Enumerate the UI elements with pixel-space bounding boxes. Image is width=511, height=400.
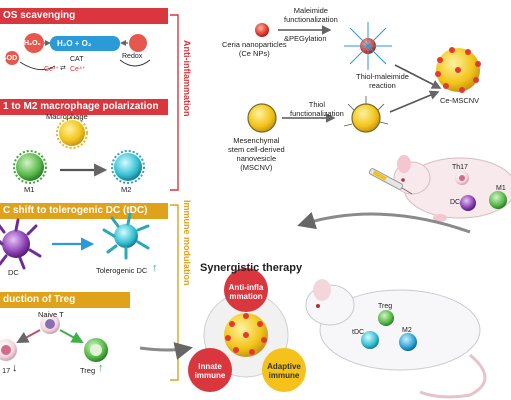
ce-mscnv-label: Ce-MSCNV — [440, 96, 480, 105]
panel-ros-header: OS scavenging — [0, 8, 168, 24]
mouse-bottom — [305, 279, 487, 399]
innate-immune-circle-label: Innate immune — [194, 362, 226, 380]
th17-label: 17 — [2, 366, 11, 375]
panel-dc-header: C shift to tolerogenic DC (tDC) — [0, 203, 168, 219]
h2o-o2-pill — [50, 36, 120, 51]
mouse-bottom-m2-cell — [399, 333, 417, 351]
tdc-up-arrow: ↑ — [152, 262, 158, 274]
panel-treg-header: duction of Treg — [0, 292, 130, 308]
anti-inflammation-circle-label: Anti-infla mmation — [228, 283, 264, 301]
treg-label: Treg — [80, 366, 96, 375]
mouse-bottom-m2-label: M2 — [402, 327, 412, 334]
adaptive-immune-circle-label: Adaptive immune — [267, 362, 301, 380]
sod-label: SOD — [2, 55, 18, 62]
anti-inflammation-circle — [224, 268, 268, 312]
treg-cell — [84, 338, 108, 362]
oh-blob — [129, 34, 147, 52]
bracket-anti-inflammation — [170, 14, 179, 191]
redox-label: Redox — [122, 53, 143, 60]
curved-flow-arrow — [297, 211, 471, 234]
ce3-label: Ce³⁺ — [44, 66, 59, 73]
synergy-center-particle — [224, 313, 268, 357]
macrophage-cell — [56, 117, 88, 149]
ce-np-particle — [255, 23, 269, 37]
pegylation-label: &PEGylation — [284, 34, 327, 43]
th17-down-arrow: ↓ — [12, 362, 18, 374]
macrophage-label: Macrophage — [46, 112, 88, 121]
thiol-label: Thiol functionalization — [290, 100, 344, 118]
mouse-bottom-tdc-cell — [361, 331, 379, 349]
mouse-top-th17-cell — [455, 171, 469, 185]
mouse-top-dc-label: DC — [450, 199, 461, 206]
naive-t-cell — [40, 314, 60, 334]
mouse-top-dc-cell — [460, 195, 476, 211]
m1-label: M1 — [24, 185, 35, 194]
dc-label: DC — [8, 268, 19, 277]
treg-up-arrow: ↑ — [98, 362, 104, 374]
synergy-title: Synergistic therapy — [200, 262, 303, 274]
h2o2-label: H₂O₂ — [24, 40, 41, 47]
ce4-label: Ce⁴⁺ — [70, 66, 86, 73]
h2o-o2-label: H₂O + O₂ — [57, 39, 92, 48]
m2-cell — [111, 150, 145, 184]
adaptive-immune-circle — [262, 348, 306, 392]
mouse-bottom-tdc-label: tDC — [352, 329, 365, 336]
tdc-label: Tolerogenic DC — [96, 266, 148, 275]
pegylated-ce-np — [344, 22, 392, 70]
bracket-immune-modulation — [170, 204, 179, 381]
m1-cell — [13, 150, 47, 184]
mouse-top-m1-cell — [489, 191, 507, 209]
mouse-bottom-treg-cell — [378, 310, 394, 326]
m2-label: M2 — [121, 185, 132, 194]
ce-nps-label: Ceria nanoparticles (Ce NPs) — [222, 40, 287, 58]
ce-mscnv-particle — [435, 47, 481, 93]
naive-t-label: Naive T — [38, 310, 64, 319]
dc-cell — [0, 218, 42, 270]
cat-label: CAT — [70, 56, 84, 63]
panel-m1m2-header: 1 to M2 macrophage polarization — [0, 99, 168, 115]
ce-arrows-label: ⇄ — [60, 65, 66, 72]
thiol-mscnv-vesicle — [343, 96, 389, 133]
maleimide-label: Maleimide functionalization — [284, 6, 338, 24]
mscnv-vesicle — [247, 103, 277, 133]
thiol-maleimide-label: Thiol-maleimide reaction — [356, 72, 409, 90]
syringe-icon — [369, 168, 413, 195]
tdc-cell — [102, 212, 150, 260]
mouse-top-th17-label: Th17 — [452, 164, 468, 171]
mouse-bottom-treg-label: Treg — [378, 303, 393, 310]
sod-blob — [5, 51, 19, 65]
mscnv-label: Mesenchymal stem cell-derived nanovesicl… — [228, 136, 285, 172]
h2o2-blob — [24, 33, 44, 53]
th17-cell — [0, 339, 17, 361]
mouse-top-m1-label: M1 — [496, 185, 506, 192]
innate-immune-circle — [188, 348, 232, 392]
